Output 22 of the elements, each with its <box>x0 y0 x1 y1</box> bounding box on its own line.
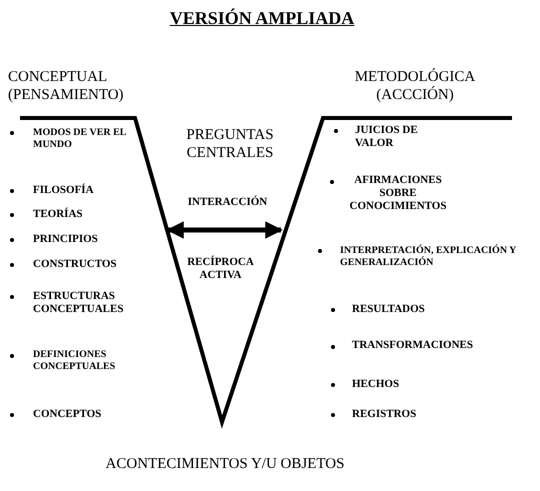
list-item: CONSTRUCTOS <box>33 258 118 272</box>
center-heading: PREGUNTAS CENTRALES <box>185 126 275 162</box>
column-heading: CONCEPTUAL (PENSAMIENTO) <box>8 68 125 104</box>
list-item: REGISTROS <box>352 408 418 422</box>
list-item: MODOS DE VER EL MUNDO <box>33 127 127 151</box>
list-item: FILOSOFÍA <box>33 184 95 198</box>
list-item: DEFINICIONES CONCEPTUALES <box>33 349 116 373</box>
list-item: CONCEPTOS <box>33 408 102 422</box>
list-item: TEORÍAS <box>33 208 84 222</box>
list-item: PRINCIPIOS <box>33 233 99 246</box>
center-label: RECÍPROCA ACTIVA <box>186 256 255 282</box>
column-heading: METODOLÓGICA (ACCCIÓN) <box>354 68 476 104</box>
center-label: INTERACCIÓN <box>186 196 268 210</box>
title: VERSIÓN AMPLIADA <box>168 8 356 30</box>
list-item: ESTRUCTURAS CONCEPTUALES <box>33 290 124 316</box>
list-item: AFIRMACIONES SOBRE CONOCIMIENTOS <box>348 174 448 214</box>
list-item: INTERPRETACIÓN, EXPLICACIÓN Y GENERALIZACIÓN <box>340 245 518 269</box>
list-item: TRANSFORMACIONES <box>352 339 474 352</box>
bottom-label: ACONTECIMIENTOS Y/U OBJETOS <box>104 455 346 473</box>
list-item: RESULTADOS <box>352 303 426 316</box>
list-item: JUICIOS DE VALOR <box>355 124 419 150</box>
list-item: HECHOS <box>352 378 400 392</box>
